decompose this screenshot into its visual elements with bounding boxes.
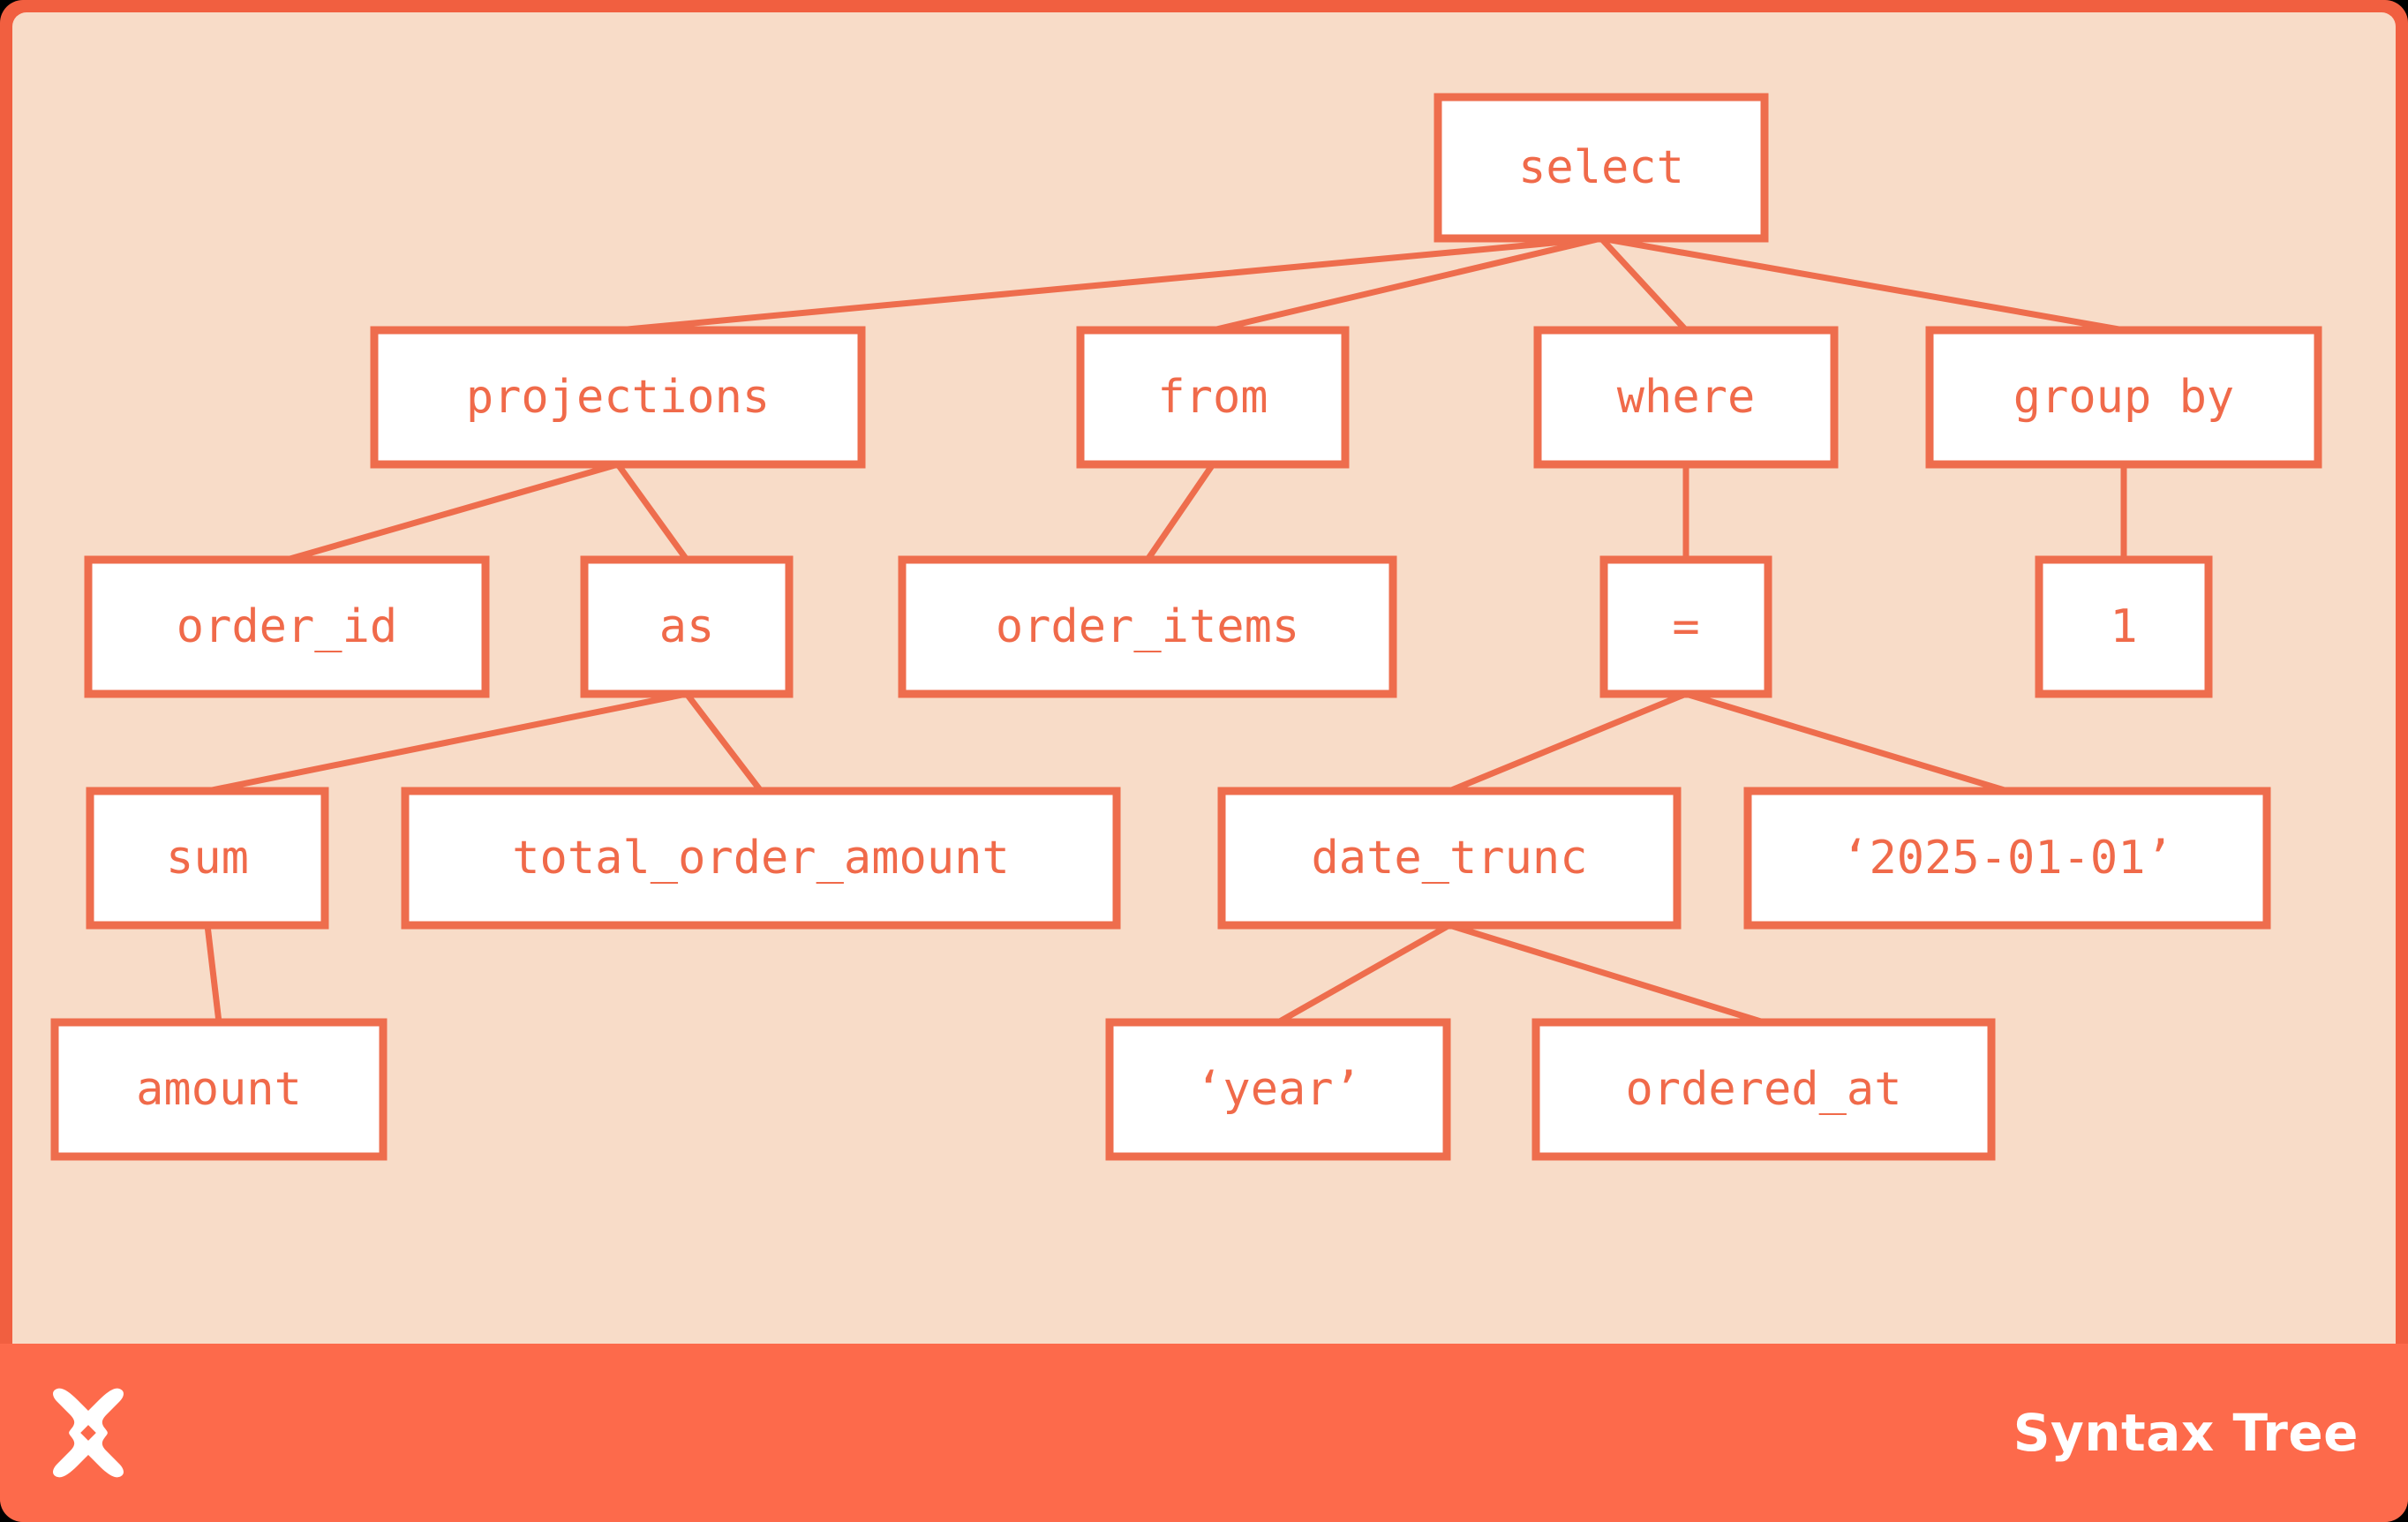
- node-label: projections: [466, 371, 770, 424]
- node-box: [1533, 326, 1839, 469]
- node-box: [2035, 555, 2213, 698]
- node-box: [1743, 787, 2271, 930]
- tree-node-projections[interactable]: projections: [370, 326, 866, 469]
- node-label: ‘year’: [1195, 1063, 1361, 1116]
- tree-node-date_literal[interactable]: ‘2025-01-01’: [1743, 787, 2271, 930]
- tree-edge: [1600, 235, 2125, 334]
- node-box: [1217, 787, 1682, 930]
- tree-edge: [1448, 690, 1688, 795]
- node-label: order_id: [177, 600, 397, 653]
- node-box: [1434, 93, 1769, 243]
- node-label: order_items: [996, 600, 1299, 653]
- node-label: =: [1672, 600, 1699, 653]
- node-label: ‘2025-01-01’: [1841, 832, 2173, 885]
- node-box: [1076, 326, 1350, 469]
- tree-edge: [684, 691, 764, 794]
- node-label: date_trunc: [1311, 832, 1587, 885]
- node-box: [50, 1018, 388, 1161]
- tree-node-from[interactable]: from: [1076, 326, 1350, 469]
- tree-node-eq[interactable]: =: [1599, 555, 1772, 698]
- node-box: [580, 555, 794, 698]
- tree-node-amount[interactable]: amount: [50, 1018, 388, 1161]
- node-box: [1925, 326, 2322, 469]
- tree-edge: [1684, 690, 2009, 795]
- tree-node-order_id[interactable]: order_id: [84, 555, 490, 698]
- node-box: [84, 555, 490, 698]
- tree-node-where[interactable]: where: [1533, 326, 1839, 469]
- tree-node-year_literal[interactable]: ‘year’: [1105, 1018, 1451, 1161]
- four-pointed-star-logo: [53, 1388, 124, 1478]
- node-label: as: [659, 600, 715, 653]
- node-label: total_order_amount: [512, 832, 1010, 885]
- node-label: 1: [2110, 600, 2137, 653]
- node-box: [370, 326, 866, 469]
- tree-edge: [1599, 236, 1689, 333]
- node-label: from: [1157, 371, 1268, 424]
- node-box: [401, 787, 1121, 930]
- tree-node-sum[interactable]: sum: [86, 787, 329, 930]
- node-label: group by: [2013, 371, 2234, 424]
- tree-node-select[interactable]: select: [1434, 93, 1769, 243]
- tree-edge: [1212, 235, 1602, 334]
- tree-edge: [286, 461, 619, 563]
- diagram-canvas: select projections from where group by order_…: [12, 12, 2396, 1344]
- tree-node-one[interactable]: 1: [2035, 555, 2213, 698]
- syntax-tree-svg: select projections from where group by order_…: [50, 93, 2322, 1161]
- tree-node-group_by[interactable]: group by: [1925, 326, 2322, 469]
- node-label: select: [1518, 141, 1684, 194]
- node-box: [1599, 555, 1772, 698]
- tree-edge: [615, 462, 689, 562]
- tree-node-ordered_at[interactable]: ordered_at: [1531, 1018, 1996, 1161]
- node-label: ordered_at: [1625, 1063, 1901, 1116]
- tree-node-total_order_amount[interactable]: total_order_amount: [401, 787, 1121, 930]
- node-label: sum: [166, 832, 249, 885]
- node-box: [86, 787, 329, 930]
- tree-edge: [1276, 922, 1451, 1026]
- node-box: [898, 555, 1397, 698]
- tree-node-as[interactable]: as: [580, 555, 794, 698]
- tree-edge: [207, 690, 688, 795]
- node-box: [1531, 1018, 1996, 1161]
- node-layer: select projections from where group by order_…: [50, 93, 2322, 1161]
- edge-layer: [204, 235, 2127, 1026]
- node-box: [1105, 1018, 1451, 1161]
- footer-title: Syntax Tree: [2013, 1403, 2359, 1463]
- tree-edge: [1145, 463, 1215, 561]
- tree-node-order_items[interactable]: order_items: [898, 555, 1397, 698]
- tree-edge: [204, 924, 222, 1023]
- node-label: where: [1617, 371, 1756, 424]
- tree-edge: [1448, 922, 1765, 1026]
- footer-bar: Syntax Tree: [0, 1344, 2408, 1522]
- footer-content: Syntax Tree: [0, 1344, 2408, 1522]
- tree-node-date_trunc[interactable]: date_trunc: [1217, 787, 1682, 930]
- tree-edge: [617, 235, 1602, 334]
- node-label: amount: [136, 1063, 302, 1116]
